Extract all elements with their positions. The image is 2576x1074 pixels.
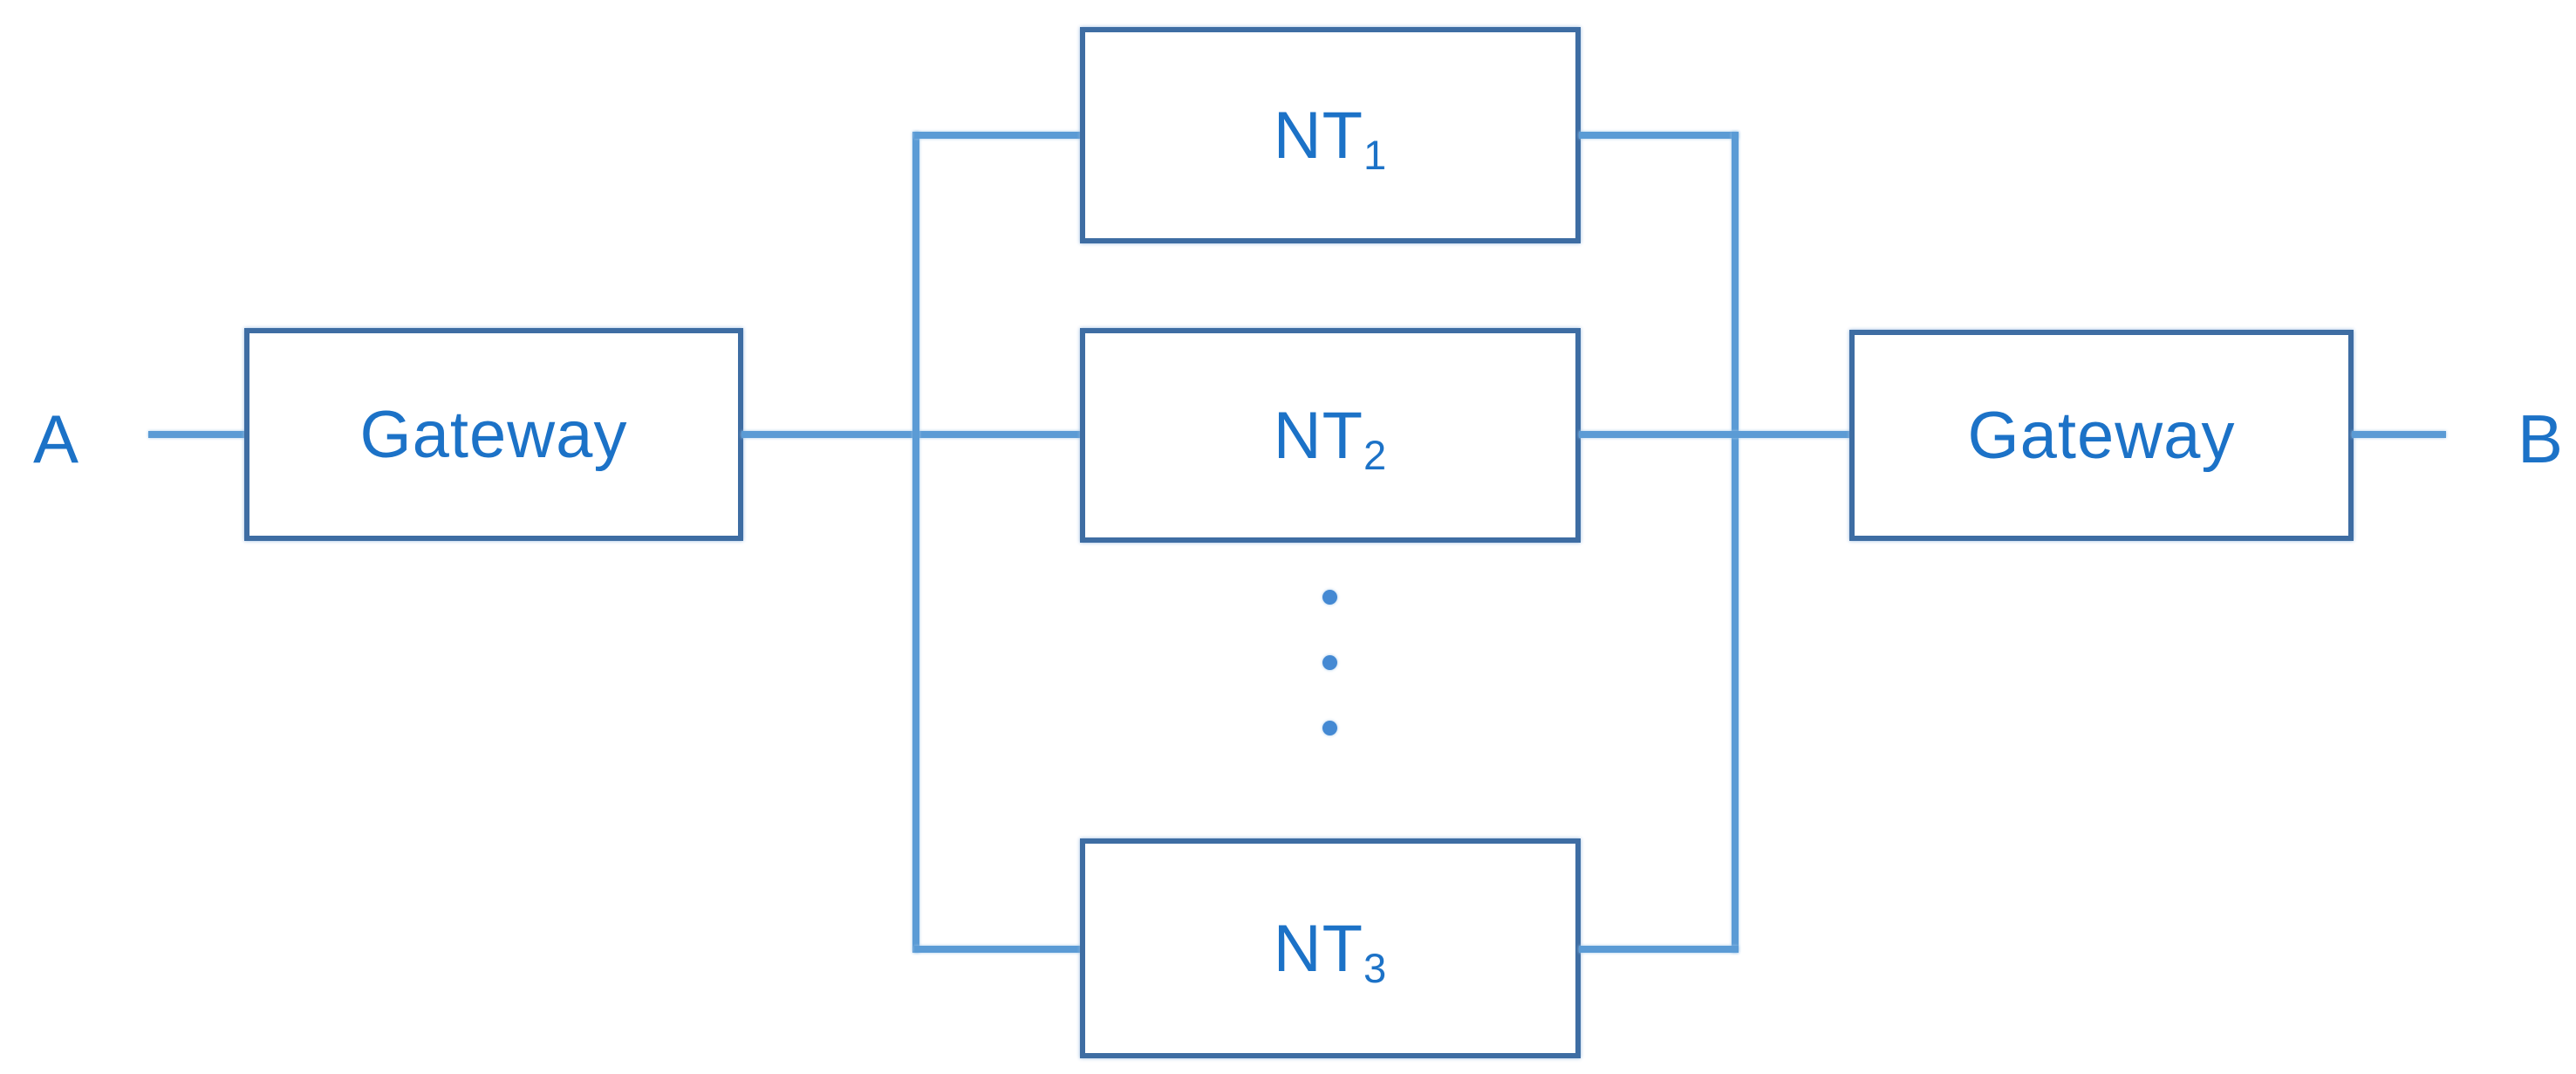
wire-gateway-left-to-nt2: [741, 431, 1082, 438]
endpoint-a-label: A: [32, 400, 79, 477]
gateway-left-label: Gateway: [359, 397, 628, 472]
gateway-right-box: Gateway: [1849, 330, 2354, 541]
nt2-box: NT2: [1080, 328, 1581, 543]
gateway-left-box: Gateway: [244, 328, 743, 541]
bus-left-vertical: [912, 132, 919, 953]
nt2-label: NT2: [1273, 398, 1388, 478]
ellipsis-dot: [1322, 590, 1337, 605]
wire-bus-left-to-nt3: [914, 946, 1082, 953]
nt2-label-subscript: 2: [1363, 431, 1388, 478]
nt1-label: NT1: [1273, 98, 1388, 178]
ellipsis-dot: [1322, 655, 1337, 670]
wire-gateway-right-to-b: [2352, 431, 2446, 438]
nt1-label-subscript: 1: [1363, 131, 1388, 178]
bus-right-vertical: [1732, 132, 1739, 953]
wire-a-to-gateway-left: [148, 431, 246, 438]
nt3-label: NT3: [1273, 911, 1388, 991]
gateway-right-label: Gateway: [1967, 398, 2236, 473]
wire-nt3-to-bus-right: [1579, 946, 1739, 953]
wire-bus-left-to-nt1: [914, 132, 1082, 139]
nt3-label-base: NT: [1273, 911, 1364, 986]
nt1-label-base: NT: [1273, 98, 1364, 173]
nt3-box: NT3: [1080, 838, 1581, 1058]
wire-nt2-to-gateway-right: [1579, 431, 1851, 438]
endpoint-b-label: B: [2517, 400, 2564, 477]
nt2-label-base: NT: [1273, 398, 1364, 473]
nt3-label-subscript: 3: [1363, 944, 1388, 991]
nt1-box: NT1: [1080, 27, 1581, 243]
ellipsis-dot: [1322, 721, 1337, 735]
wire-nt1-to-bus-right: [1579, 132, 1739, 139]
